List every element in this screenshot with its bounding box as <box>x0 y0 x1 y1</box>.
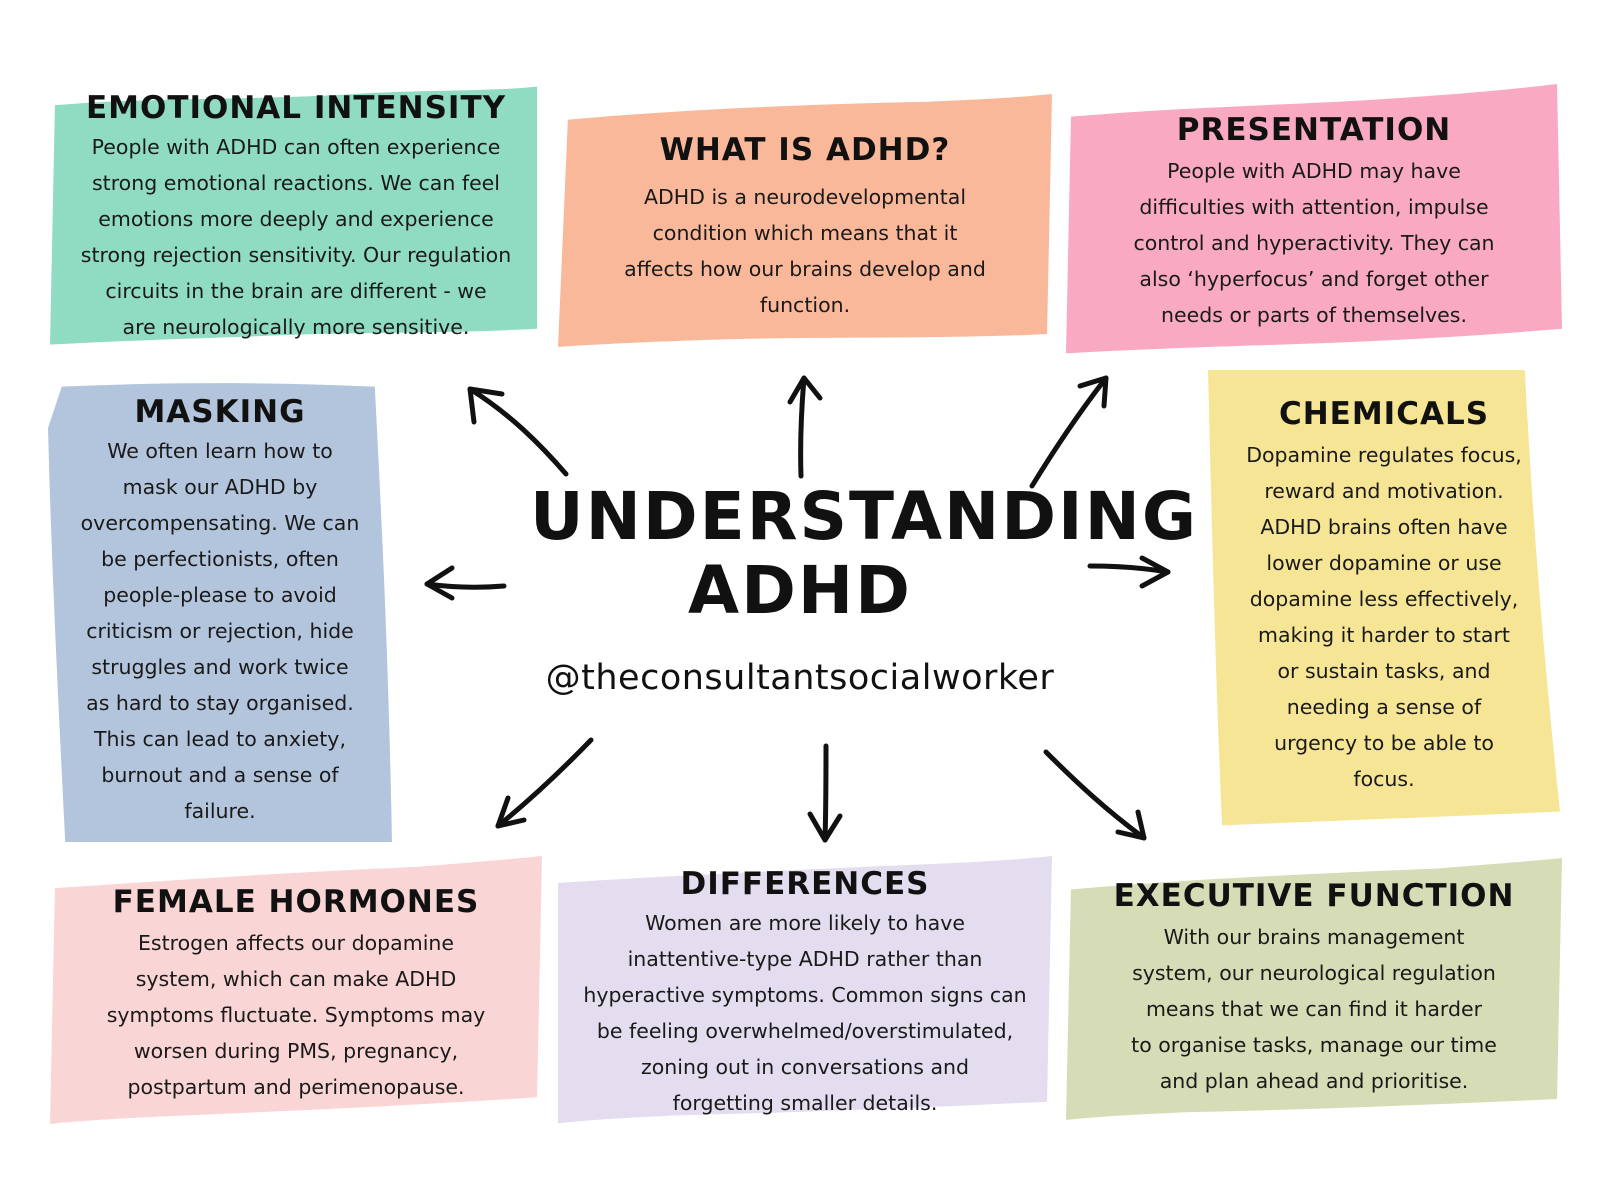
body-line: strong rejection sensitivity. Our regula… <box>80 243 512 268</box>
card-title: MASKING <box>134 394 306 430</box>
body-line: difficulties with attention, impulse <box>1139 195 1489 220</box>
body-line: emotions more deeply and experience <box>98 207 494 232</box>
arrow-to-chemicals <box>1087 555 1171 589</box>
body-line: inattentive-type ADHD rather than <box>627 947 983 972</box>
card-title: EXECUTIVE FUNCTION <box>1113 878 1515 914</box>
card-body: People with ADHD can often experience st… <box>50 129 542 345</box>
body-line: People with ADHD can often experience <box>91 135 501 160</box>
arrow-to-executive-function <box>1043 749 1147 841</box>
card-body: With our brains management system, our n… <box>1066 919 1562 1099</box>
main-title: UNDERSTANDING ADHD <box>530 478 1199 629</box>
arrow-to-female-hormones <box>495 737 594 829</box>
body-line: hyperactive symptoms. Common signs can <box>583 983 1027 1008</box>
arrow-to-differences <box>807 743 843 843</box>
body-line: also ‘hyperfocus’ and forget other <box>1139 267 1489 292</box>
body-line: are neurologically more sensitive. <box>122 315 470 340</box>
body-line: system, our neurological regulation <box>1132 961 1496 986</box>
body-line: overcompensating. We can <box>80 511 360 536</box>
body-line: symptoms fluctuate. Symptoms may <box>106 1003 486 1028</box>
card-masking: MASKING We often learn how to mask our A… <box>48 382 392 842</box>
card-background <box>558 94 1052 347</box>
body-line: people-please to avoid <box>103 583 337 608</box>
card-background <box>50 856 542 1124</box>
arrow-to-presentation <box>1029 375 1109 489</box>
card-body: We often learn how to mask our ADHD by o… <box>48 433 392 829</box>
card-body: Women are more likely to have inattentiv… <box>558 905 1052 1121</box>
body-line: zoning out in conversations and <box>640 1055 970 1080</box>
body-line: as hard to stay organised. <box>86 691 354 716</box>
card-background <box>1066 84 1562 354</box>
card-title: DIFFERENCES <box>680 866 930 902</box>
card-differences: DIFFERENCES Women are more likely to hav… <box>558 856 1052 1126</box>
body-line: control and hyperactivity. They can <box>1133 231 1495 256</box>
card-background <box>50 86 538 345</box>
card-body: Dopamine regulates focus, reward and mot… <box>1208 437 1560 797</box>
body-line: mask our ADHD by <box>122 475 318 500</box>
body-line: struggles and work twice <box>91 655 349 680</box>
body-line: strong emotional reactions. We can feel <box>91 171 500 196</box>
body-line: With our brains management <box>1163 925 1465 950</box>
body-line: means that we can find it harder <box>1145 997 1483 1022</box>
body-line: We often learn how to <box>107 439 333 464</box>
arrow-to-emotional-intensity <box>467 386 569 477</box>
body-line: system, which can make ADHD <box>135 967 457 992</box>
body-line: function. <box>759 293 851 318</box>
card-body: People with ADHD may have difficulties w… <box>1066 153 1562 333</box>
card-background <box>48 383 392 842</box>
card-title: EMOTIONAL INTENSITY <box>85 90 507 126</box>
arrow-to-what-is-adhd <box>787 375 823 479</box>
card-title: PRESENTATION <box>1176 112 1452 148</box>
card-title: WHAT IS ADHD? <box>659 132 951 168</box>
main-title-line-2: ADHD <box>688 552 912 629</box>
body-line: lower dopamine or use <box>1266 551 1502 576</box>
main-title-line-1: UNDERSTANDING <box>530 478 1199 555</box>
author-handle: @theconsultantsocialworker <box>545 658 1055 698</box>
body-line: circuits in the brain are different - we <box>105 279 487 304</box>
card-chemicals: CHEMICALS Dopamine regulates focus, rewa… <box>1208 370 1560 830</box>
card-emotional-intensity: EMOTIONAL INTENSITY People with ADHD can… <box>50 84 542 350</box>
body-line: criticism or rejection, hide <box>86 619 354 644</box>
body-line: burnout and a sense of <box>101 763 339 788</box>
body-line: to organise tasks, manage our time <box>1131 1033 1497 1058</box>
body-line: reward and motivation. <box>1264 479 1504 504</box>
body-line: needing a sense of <box>1286 695 1482 720</box>
card-body: Estrogen affects our dopamine system, wh… <box>50 925 542 1105</box>
card-background <box>558 856 1052 1124</box>
card-background <box>1066 858 1562 1120</box>
card-background <box>1208 370 1560 826</box>
body-line: forgetting smaller details. <box>672 1091 938 1116</box>
body-line: postpartum and perimenopause. <box>127 1075 465 1100</box>
body-line: Women are more likely to have <box>645 911 965 936</box>
body-line: focus. <box>1353 767 1415 792</box>
body-line: ADHD is a neurodevelopmental <box>643 185 967 210</box>
body-line: or sustain tasks, and <box>1277 659 1491 684</box>
body-line: urgency to be able to <box>1274 731 1494 756</box>
card-body: ADHD is a neurodevelopmental condition w… <box>558 179 1052 323</box>
body-line: worsen during PMS, pregnancy, <box>133 1039 459 1064</box>
body-line: and plan ahead and prioritise. <box>1159 1069 1469 1094</box>
card-title: FEMALE HORMONES <box>112 884 480 920</box>
body-line: making it harder to start <box>1258 623 1510 648</box>
card-title: CHEMICALS <box>1278 396 1490 432</box>
body-line: ADHD brains often have <box>1260 515 1508 540</box>
body-line: Dopamine regulates focus, <box>1246 443 1522 468</box>
card-executive-function: EXECUTIVE FUNCTION With our brains manag… <box>1066 858 1562 1120</box>
card-what-is-adhd: WHAT IS ADHD? ADHD is a neurodevelopment… <box>558 94 1052 352</box>
body-line: condition which means that it <box>652 221 958 246</box>
body-line: affects how our brains develop and <box>624 257 986 282</box>
body-line: be feeling overwhelmed/overstimulated, <box>596 1019 1014 1044</box>
arrow-to-masking <box>424 565 507 601</box>
body-line: This can lead to anxiety, <box>94 727 346 752</box>
body-line: be perfectionists, often <box>101 547 339 572</box>
body-line: Estrogen affects our dopamine <box>137 931 454 956</box>
body-line: dopamine less effectively, <box>1249 587 1519 612</box>
body-line: People with ADHD may have <box>1167 159 1461 184</box>
body-line: needs or parts of themselves. <box>1161 303 1467 328</box>
card-presentation: PRESENTATION People with ADHD may have d… <box>1066 84 1562 356</box>
body-line: failure. <box>184 799 256 824</box>
card-female-hormones: FEMALE HORMONES Estrogen affects our dop… <box>50 856 542 1124</box>
